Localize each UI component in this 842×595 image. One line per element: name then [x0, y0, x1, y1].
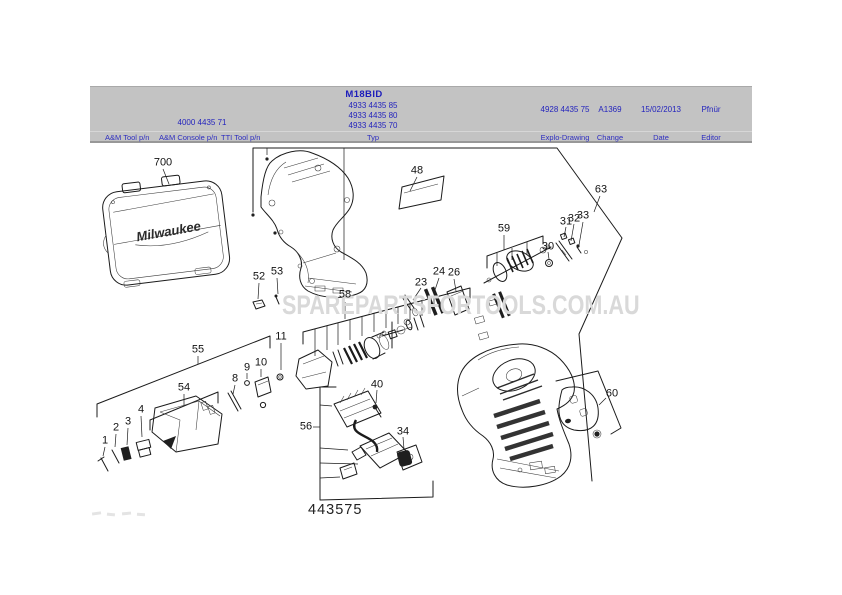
callout-8: 8 — [231, 372, 239, 385]
right-housing-illustration — [457, 343, 575, 488]
callout-63: 63 — [594, 183, 608, 196]
case-700-illustration: Milwaukee — [102, 174, 231, 288]
col-typ: Typ — [366, 133, 380, 142]
callout-52: 52 — [252, 270, 266, 283]
callout-10: 10 — [254, 356, 268, 369]
belt-clip-group — [555, 370, 622, 439]
callout-56: 56 — [299, 420, 313, 433]
callout-31: 31 — [559, 215, 573, 228]
console-number: 4000 4435 71 — [177, 118, 227, 127]
col-tti: TTI Tool p/n — [221, 133, 261, 142]
watermark: SPAREPARTSFORTOOLS.COM.AU — [282, 290, 640, 320]
callout-11: 11 — [275, 330, 287, 343]
parts-31-32-33 — [555, 221, 588, 262]
col-console: A&M Console p/n — [159, 133, 218, 142]
callout-23: 23 — [414, 276, 428, 289]
callout-24: 24 — [432, 265, 446, 278]
leader-63 — [593, 195, 601, 213]
editor-name: Pfnür — [701, 105, 721, 114]
callout-3: 3 — [124, 415, 132, 428]
typ-number-1: 4933 4435 85 — [348, 101, 398, 110]
callout-53: 53 — [270, 265, 284, 278]
callout-26: 26 — [447, 266, 461, 279]
col-date: Date — [653, 133, 669, 142]
title-block: M18BID 4933 4435 85 4933 4435 80 4933 44… — [90, 86, 752, 143]
callout-58: 58 — [338, 288, 352, 301]
corner-marks — [91, 511, 146, 517]
typ-number-2: 4933 4435 80 — [348, 111, 398, 120]
sticker-48-illustration — [398, 175, 445, 210]
left-housing-illustration — [260, 150, 368, 298]
callout-34: 34 — [396, 425, 410, 438]
col-tool: A&M Tool p/n — [105, 133, 150, 142]
case-logo: Milwaukee — [135, 218, 202, 244]
callout-700: 700 — [153, 156, 173, 169]
electronics-group — [313, 386, 434, 501]
drawing-number: 443575 — [308, 502, 363, 518]
parts-52-53 — [252, 277, 280, 310]
header-separator — [90, 131, 752, 132]
explo-drawing-number: 4928 4435 75 — [540, 105, 590, 114]
callout-9: 9 — [243, 361, 251, 374]
switch-group — [96, 335, 284, 472]
callout-32: 32 — [567, 212, 581, 225]
callout-2: 2 — [112, 421, 120, 434]
callout-55: 55 — [191, 343, 205, 356]
callout-33: 33 — [576, 209, 590, 222]
callout-60: 60 — [605, 387, 619, 400]
callout-40: 40 — [370, 378, 384, 391]
callout-48: 48 — [410, 164, 424, 177]
callout-1: 1 — [101, 434, 109, 447]
typ-number-3: 4933 4435 70 — [348, 121, 398, 130]
parts-23-24-26 — [401, 277, 511, 341]
callout-59: 59 — [497, 222, 511, 235]
impact-mechanism-group — [295, 287, 471, 390]
callout-30: 30 — [541, 240, 555, 253]
date-value: 15/02/2013 — [640, 105, 682, 114]
col-explo: Explo-Drawing — [540, 133, 590, 142]
col-editor: Editor — [701, 133, 721, 142]
change-code: A1369 — [598, 105, 622, 114]
col-change: Change — [596, 133, 624, 142]
motor-group — [483, 235, 553, 284]
drawing-frame — [251, 147, 623, 482]
model-title: M18BID — [345, 89, 383, 100]
callout-4: 4 — [137, 403, 145, 416]
callout-54: 54 — [177, 381, 191, 394]
